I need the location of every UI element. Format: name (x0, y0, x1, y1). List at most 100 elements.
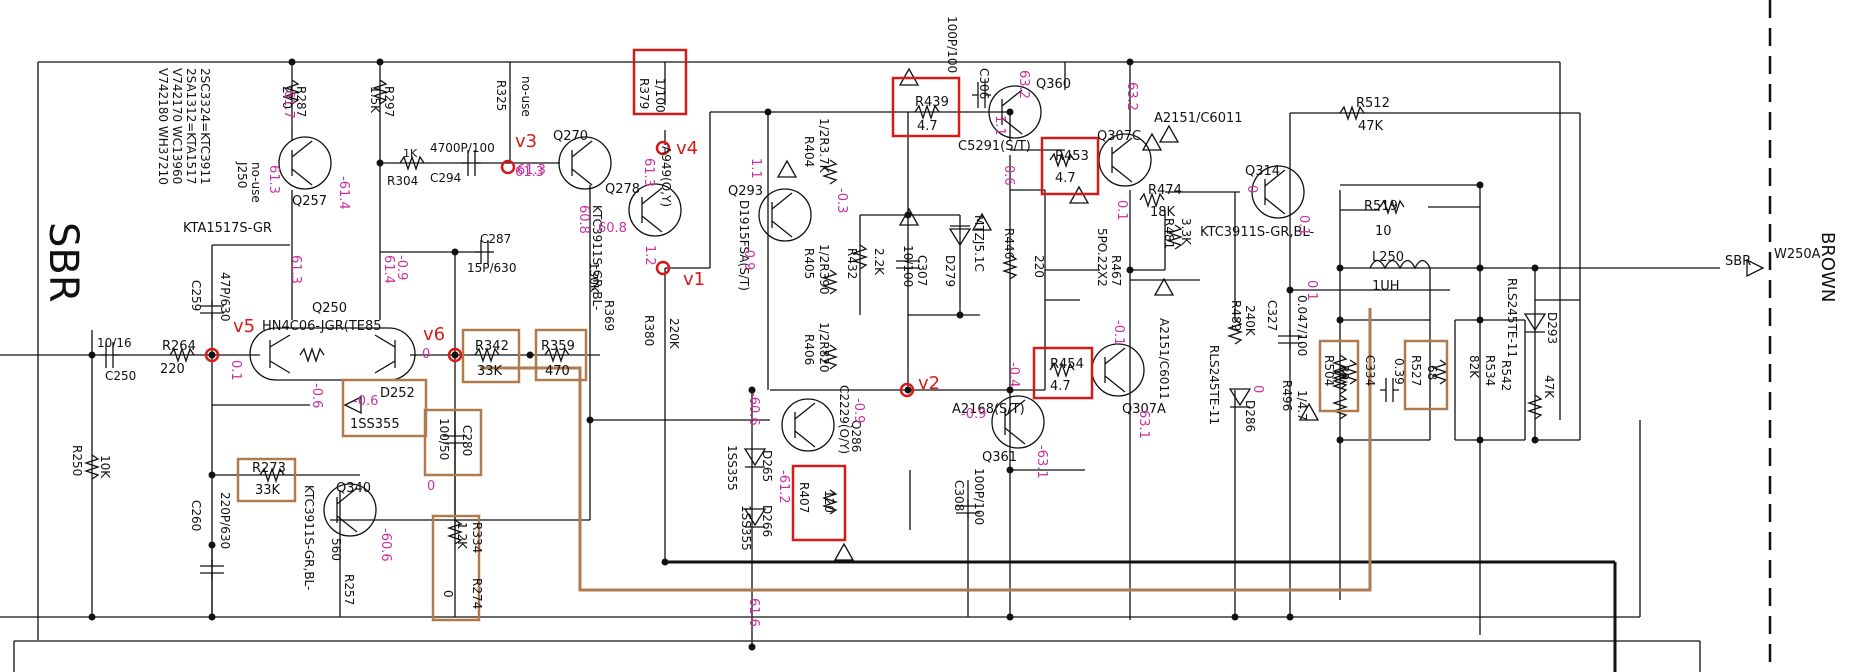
voltage: 63.2 (1016, 70, 1031, 99)
r297-ref: R297 (382, 86, 396, 117)
q278-part: A949(O,Y) (659, 146, 673, 207)
c308-value: 100P/100 (972, 468, 986, 525)
q340-ref: Q340 (336, 481, 371, 496)
voltage: -60.6 (746, 392, 761, 426)
voltage: -61.2 (776, 470, 791, 504)
voltage: 63.1 (1136, 410, 1151, 439)
voltage: 0 (1250, 385, 1265, 393)
r454-value: 4.7 (1050, 379, 1071, 394)
r334-value: 1.2K (455, 522, 469, 550)
resistor-labels: R287 270 R297 1.5K R325 no-use R304 1K R… (70, 76, 1556, 609)
cap-diode-symbols (100, 82, 1765, 579)
c280-ref: C280 (460, 425, 474, 456)
q270-ref: Q270 (553, 129, 588, 144)
r407-ref: R407 (797, 482, 811, 513)
resistor-symbols (83, 79, 1544, 545)
sbr-out-label: SBR (1725, 254, 1751, 269)
c259-value: 47P/630 (218, 272, 232, 321)
r325-value: no-use (519, 76, 533, 117)
note-3: V742170 WC13960 (170, 68, 184, 184)
test-point-labels: v1 v2 v3 v4 v5 v6 (233, 131, 940, 394)
r250-value: 10K (98, 455, 112, 479)
w250a-label: W250A (1774, 247, 1821, 262)
c260-value: 220P/630 (218, 492, 232, 549)
r542-ref: R542 (1499, 360, 1513, 391)
voltage: 63.2 (1124, 82, 1139, 111)
capacitor-labels: C294 4700P/100 C287 15P/630 C259 47P/630… (97, 16, 1406, 549)
voltage: 0 (422, 347, 430, 362)
d252-part: 1SS355 (350, 417, 400, 432)
r527-ref: R527 (1409, 355, 1423, 386)
voltage: 1.2 (642, 245, 657, 266)
r504-value: 39 (1337, 365, 1351, 380)
l250-ref: L250 (1372, 250, 1404, 265)
c294-ref: C294 (430, 171, 461, 185)
voltage: -0.9 (961, 407, 986, 422)
r467-ref: R467 (1109, 255, 1123, 286)
brown-label: BROWN (1817, 232, 1838, 302)
q360-part: C5291(S/T) (958, 139, 1031, 154)
transistor-labels: Q257 KTA1517S-GR Q270 KTC3911S-GR,BL- Q2… (183, 77, 1314, 590)
r504-ref: R504 (1322, 355, 1336, 386)
c307-ref: C307 (915, 255, 929, 286)
r274-ref: R274 (470, 578, 484, 609)
r432-ref: R432 (845, 248, 859, 279)
r304-ref: R304 (387, 174, 418, 188)
r496-ref: R496 (1280, 380, 1294, 411)
r519-value: 10 (1375, 224, 1392, 239)
q314-ref: Q314 (1245, 164, 1280, 179)
r287-value: 270 (280, 86, 294, 109)
r274-value: 0 (441, 590, 455, 598)
r304-value: 1K (403, 147, 418, 160)
r542-value: 47K (1542, 375, 1556, 399)
r439-ref: R439 (915, 95, 949, 110)
r519-ref: R519 (1364, 199, 1398, 214)
r405-value: 1/2R390 (817, 244, 831, 295)
test-point-v6: v6 (423, 324, 445, 345)
voltage: 61.3 (641, 158, 656, 187)
voltage: 0 (427, 479, 435, 494)
test-point-v4: v4 (676, 138, 698, 159)
d293-part: RLS245TE-11 (1505, 278, 1519, 358)
voltage: -0.3 (834, 188, 849, 213)
test-point-v5: v5 (233, 316, 255, 337)
c327-value: 0.047/100 (1295, 295, 1309, 356)
c287-ref: C287 (480, 232, 511, 246)
r446-ref: R446 (1002, 228, 1016, 259)
voltage: 61.3 (515, 165, 544, 180)
brown-trace (480, 308, 1372, 592)
q307a-part: A2151/C6011 (1157, 318, 1171, 400)
voltage: 0.6 (1001, 165, 1016, 186)
q307a-ref: Q307A (1122, 402, 1166, 417)
c287-value: 15P/630 (467, 261, 516, 275)
q307c-part: A2151/C6011 (1154, 111, 1243, 126)
r369-ref: R369 (602, 300, 616, 331)
voltage: 61.4 (381, 255, 396, 284)
d279-part: MTZJ5.1C (972, 215, 986, 272)
voltage: 61.3 (288, 255, 303, 284)
r264-value: 220 (160, 362, 185, 377)
r359-ref: R359 (541, 339, 575, 354)
voltage: -63.1 (1034, 445, 1049, 479)
r432-value: 2.2K (872, 248, 886, 276)
voltage-labels: 61.7 61.3 -61.4 61.3 61.3 60.8 60.8 1.2 … (228, 70, 1319, 627)
r454-ref: R454 (1050, 357, 1084, 372)
d279-ref: D279 (943, 255, 957, 287)
l250-value: 1UH (1372, 279, 1400, 294)
c260-ref: C260 (189, 500, 203, 531)
r512-value: 47K (1358, 119, 1384, 134)
r273-value: 33K (255, 483, 281, 498)
note-1: 2SC3324=KTC3911 (198, 68, 212, 185)
voltage: -0.9 (741, 245, 756, 270)
q250-ref: Q250 (312, 301, 347, 316)
r481-ref: R481 (1162, 218, 1176, 249)
r379-value: 1/100 (653, 78, 667, 113)
voltage: -60.6 (378, 528, 393, 562)
q340-part: KTC3911S-GR,BL- (302, 485, 316, 590)
c259-ref: C259 (189, 280, 203, 311)
r404-value: 1/2R3.7K (817, 118, 831, 174)
r467-value: 5PO.22X2 (1095, 228, 1109, 287)
c306-value: 100P/100 (945, 16, 959, 73)
r342-ref: R342 (475, 339, 509, 354)
